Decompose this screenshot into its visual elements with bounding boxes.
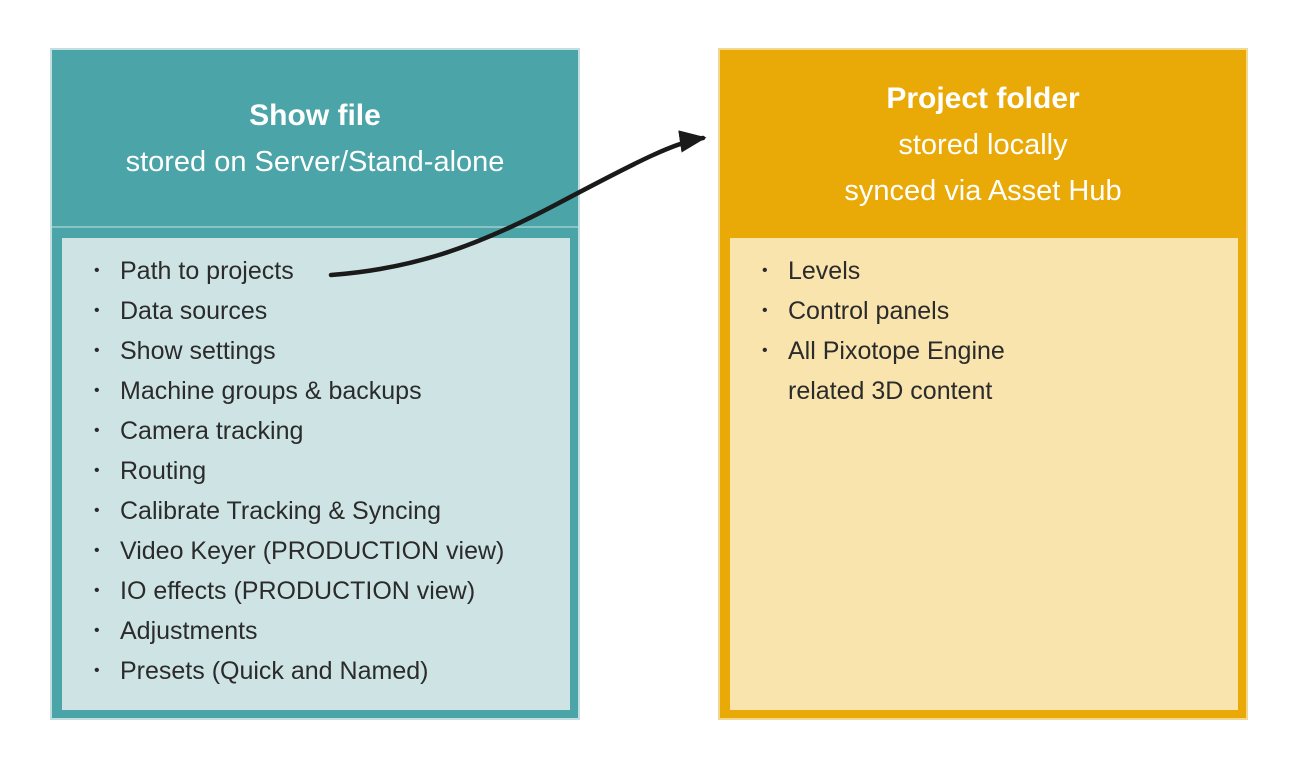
list-item-label: Levels: [788, 257, 861, 285]
project-folder-subtitle-line2: synced via Asset Hub: [844, 174, 1122, 207]
list-item-label: Video Keyer (PRODUCTION view): [120, 537, 505, 565]
list-item: • All Pixotope Engine related 3D content: [762, 331, 1230, 411]
bullet-icon: •: [762, 302, 768, 319]
bullet-icon: •: [94, 422, 100, 439]
list-item-label: Calibrate Tracking & Syncing: [120, 497, 441, 525]
list-item: • Control panels: [762, 291, 1230, 331]
bullet-icon: •: [94, 662, 100, 679]
list-item-label: IO effects (PRODUCTION view): [120, 577, 476, 605]
bullet-icon: •: [94, 502, 100, 519]
bullet-icon: •: [94, 302, 100, 319]
project-folder-item-list: • Levels • Control panels • All Pixotope…: [730, 238, 1238, 411]
list-item: • Adjustments: [94, 611, 562, 651]
list-item-label: Routing: [120, 457, 207, 485]
list-item: • Routing: [94, 451, 562, 491]
project-folder-subtitle-line1: stored locally: [898, 128, 1068, 161]
list-item: • Calibrate Tracking & Syncing: [94, 491, 562, 531]
list-item: • Camera tracking: [94, 411, 562, 451]
list-item: • Presets (Quick and Named): [94, 651, 562, 691]
list-item-label: Path to projects: [120, 257, 294, 285]
list-item-label: Machine groups & backups: [120, 377, 422, 405]
project-folder-panel: • Levels • Control panels • All Pixotope…: [730, 238, 1238, 710]
list-item-label: Show settings: [120, 337, 276, 365]
show-file-title: Show file: [249, 98, 381, 132]
list-item: • Machine groups & backups: [94, 371, 562, 411]
list-item-label: Camera tracking: [120, 417, 304, 445]
list-item: • IO effects (PRODUCTION view): [94, 571, 562, 611]
list-item-label: Adjustments: [120, 617, 258, 645]
bullet-icon: •: [94, 382, 100, 399]
bullet-icon: •: [762, 262, 768, 279]
bullet-icon: •: [762, 342, 768, 359]
list-item: • Data sources: [94, 291, 562, 331]
list-item-label: Data sources: [120, 297, 268, 325]
project-folder-header: Project folder stored locally synced via…: [720, 50, 1246, 238]
list-item: • Video Keyer (PRODUCTION view): [94, 531, 562, 571]
list-item-label: Presets (Quick and Named): [120, 657, 429, 685]
list-item: • Path to projects: [94, 251, 562, 291]
list-item-label: Control panels: [788, 297, 950, 325]
bullet-icon: •: [94, 622, 100, 639]
bullet-icon: •: [94, 582, 100, 599]
show-file-box: Show file stored on Server/Stand-alone •…: [50, 48, 580, 720]
show-file-item-list: • Path to projects • Data sources • Show…: [62, 238, 570, 691]
show-file-panel: • Path to projects • Data sources • Show…: [62, 238, 570, 710]
project-folder-title: Project folder: [886, 81, 1080, 115]
bullet-icon: •: [94, 542, 100, 559]
project-folder-box: Project folder stored locally synced via…: [718, 48, 1248, 720]
list-item-label: All Pixotope Engine related 3D content: [788, 337, 1005, 405]
bullet-icon: •: [94, 262, 100, 279]
show-file-subtitle: stored on Server/Stand-alone: [125, 145, 505, 178]
list-item: • Show settings: [94, 331, 562, 371]
list-item: • Levels: [762, 251, 1230, 291]
bullet-icon: •: [94, 462, 100, 479]
show-file-header: Show file stored on Server/Stand-alone: [52, 50, 578, 228]
bullet-icon: •: [94, 342, 100, 359]
